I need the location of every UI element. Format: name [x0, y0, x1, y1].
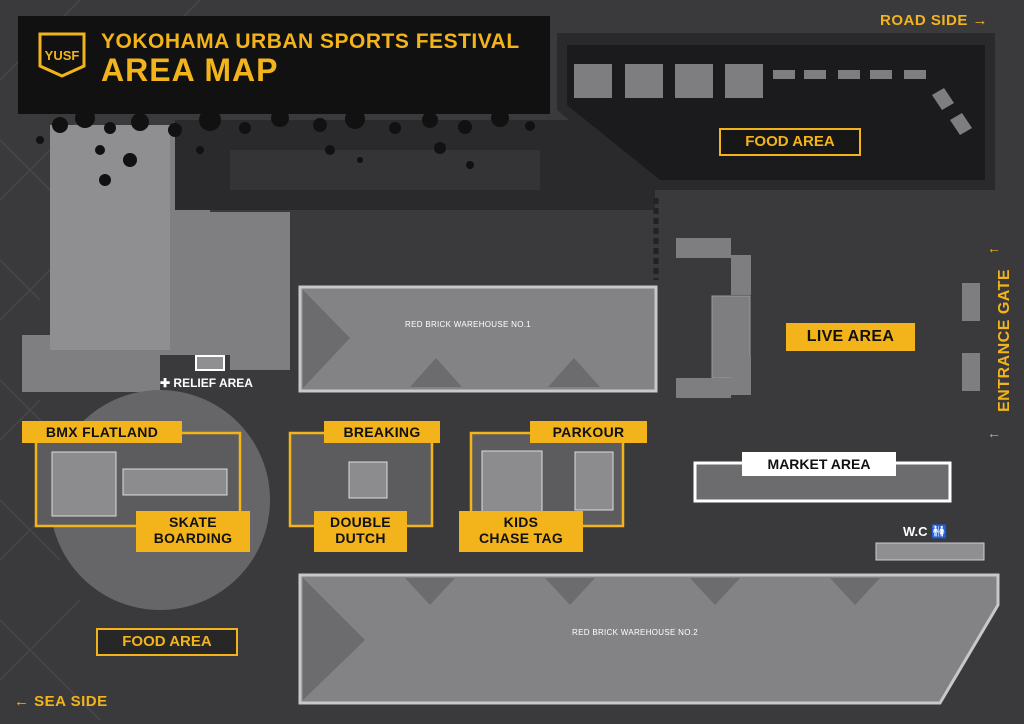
warehouse1-label: RED BRICK WAREHOUSE NO.1 [405, 320, 532, 329]
logo-text: YUSF [45, 48, 80, 63]
arrow-left-icon: ← [987, 240, 1002, 256]
plus-icon: ✚ [160, 376, 171, 390]
paint-splatter [36, 108, 535, 186]
gate-block-lower [962, 353, 980, 391]
road-side-label: ROAD SIDE → [880, 12, 988, 29]
parkour-kids-zone [469, 431, 625, 528]
kids-line2: CHASE TAG [478, 530, 564, 546]
kids-line1: KIDS [503, 514, 539, 530]
warehouse-no2 [298, 573, 1000, 705]
sea-side-text: SEA SIDE [34, 693, 108, 710]
food-area-bottom-label: FOOD AREA [96, 628, 238, 656]
food-area-top-label: FOOD AREA [719, 128, 861, 156]
road-side-text: ROAD SIDE [880, 12, 968, 29]
page-subtitle: AREA MAP [101, 52, 279, 88]
market-area-label: MARKET AREA [742, 452, 896, 476]
live-area-label: LIVE AREA [786, 323, 915, 351]
sea-side-label: ← SEA SIDE [14, 693, 108, 710]
arrow-left-icon: ← [14, 693, 30, 710]
wc-label: W.C 🚻 [903, 524, 947, 540]
relief-area-label: ✚ RELIEF AREA [160, 376, 253, 390]
food-stalls [574, 64, 972, 135]
skate-line2: BOARDING [153, 530, 233, 546]
gate-block-upper [962, 283, 980, 321]
double-dutch-label: DOUBLE DUTCH [314, 511, 407, 552]
arrow-right-icon: → [972, 12, 989, 29]
double-line1: DOUBLE [330, 514, 391, 530]
entrance-arrow-bottom: ← [987, 425, 1002, 441]
dark-lane [230, 150, 540, 190]
bmx-flatland-label: BMX FLATLAND [22, 421, 182, 443]
double-line2: DUTCH [335, 530, 386, 546]
title-panel [18, 16, 550, 114]
skate-boarding-label: SKATE BOARDING [136, 511, 250, 552]
bmx-skate-zone [34, 431, 242, 528]
breaking-label: BREAKING [324, 421, 440, 443]
kids-chase-tag-label: KIDS CHASE TAG [459, 511, 583, 552]
wc-shape [875, 542, 985, 561]
festival-logo: YUSF [38, 32, 86, 78]
relief-area-shape [195, 355, 225, 371]
skate-line1: SKATE [169, 514, 217, 530]
entrance-arrow-top: ← [987, 240, 1002, 256]
parkour-label: PARKOUR [530, 421, 647, 443]
wc-text: W.C [903, 524, 928, 539]
park-ground-inner [50, 125, 170, 350]
entrance-gate-label: ENTRANCE GATE [996, 268, 1013, 412]
warehouse2-label: RED BRICK WAREHOUSE NO.2 [572, 628, 699, 637]
warehouse-no1 [298, 285, 658, 393]
page-title: YOKOHAMA URBAN SPORTS FESTIVAL [101, 30, 520, 53]
restroom-icon: 🚻 [931, 524, 948, 539]
relief-area-text: RELIEF AREA [173, 376, 253, 390]
live-area-structures [676, 238, 751, 398]
arrow-left-icon: ← [987, 425, 1002, 441]
